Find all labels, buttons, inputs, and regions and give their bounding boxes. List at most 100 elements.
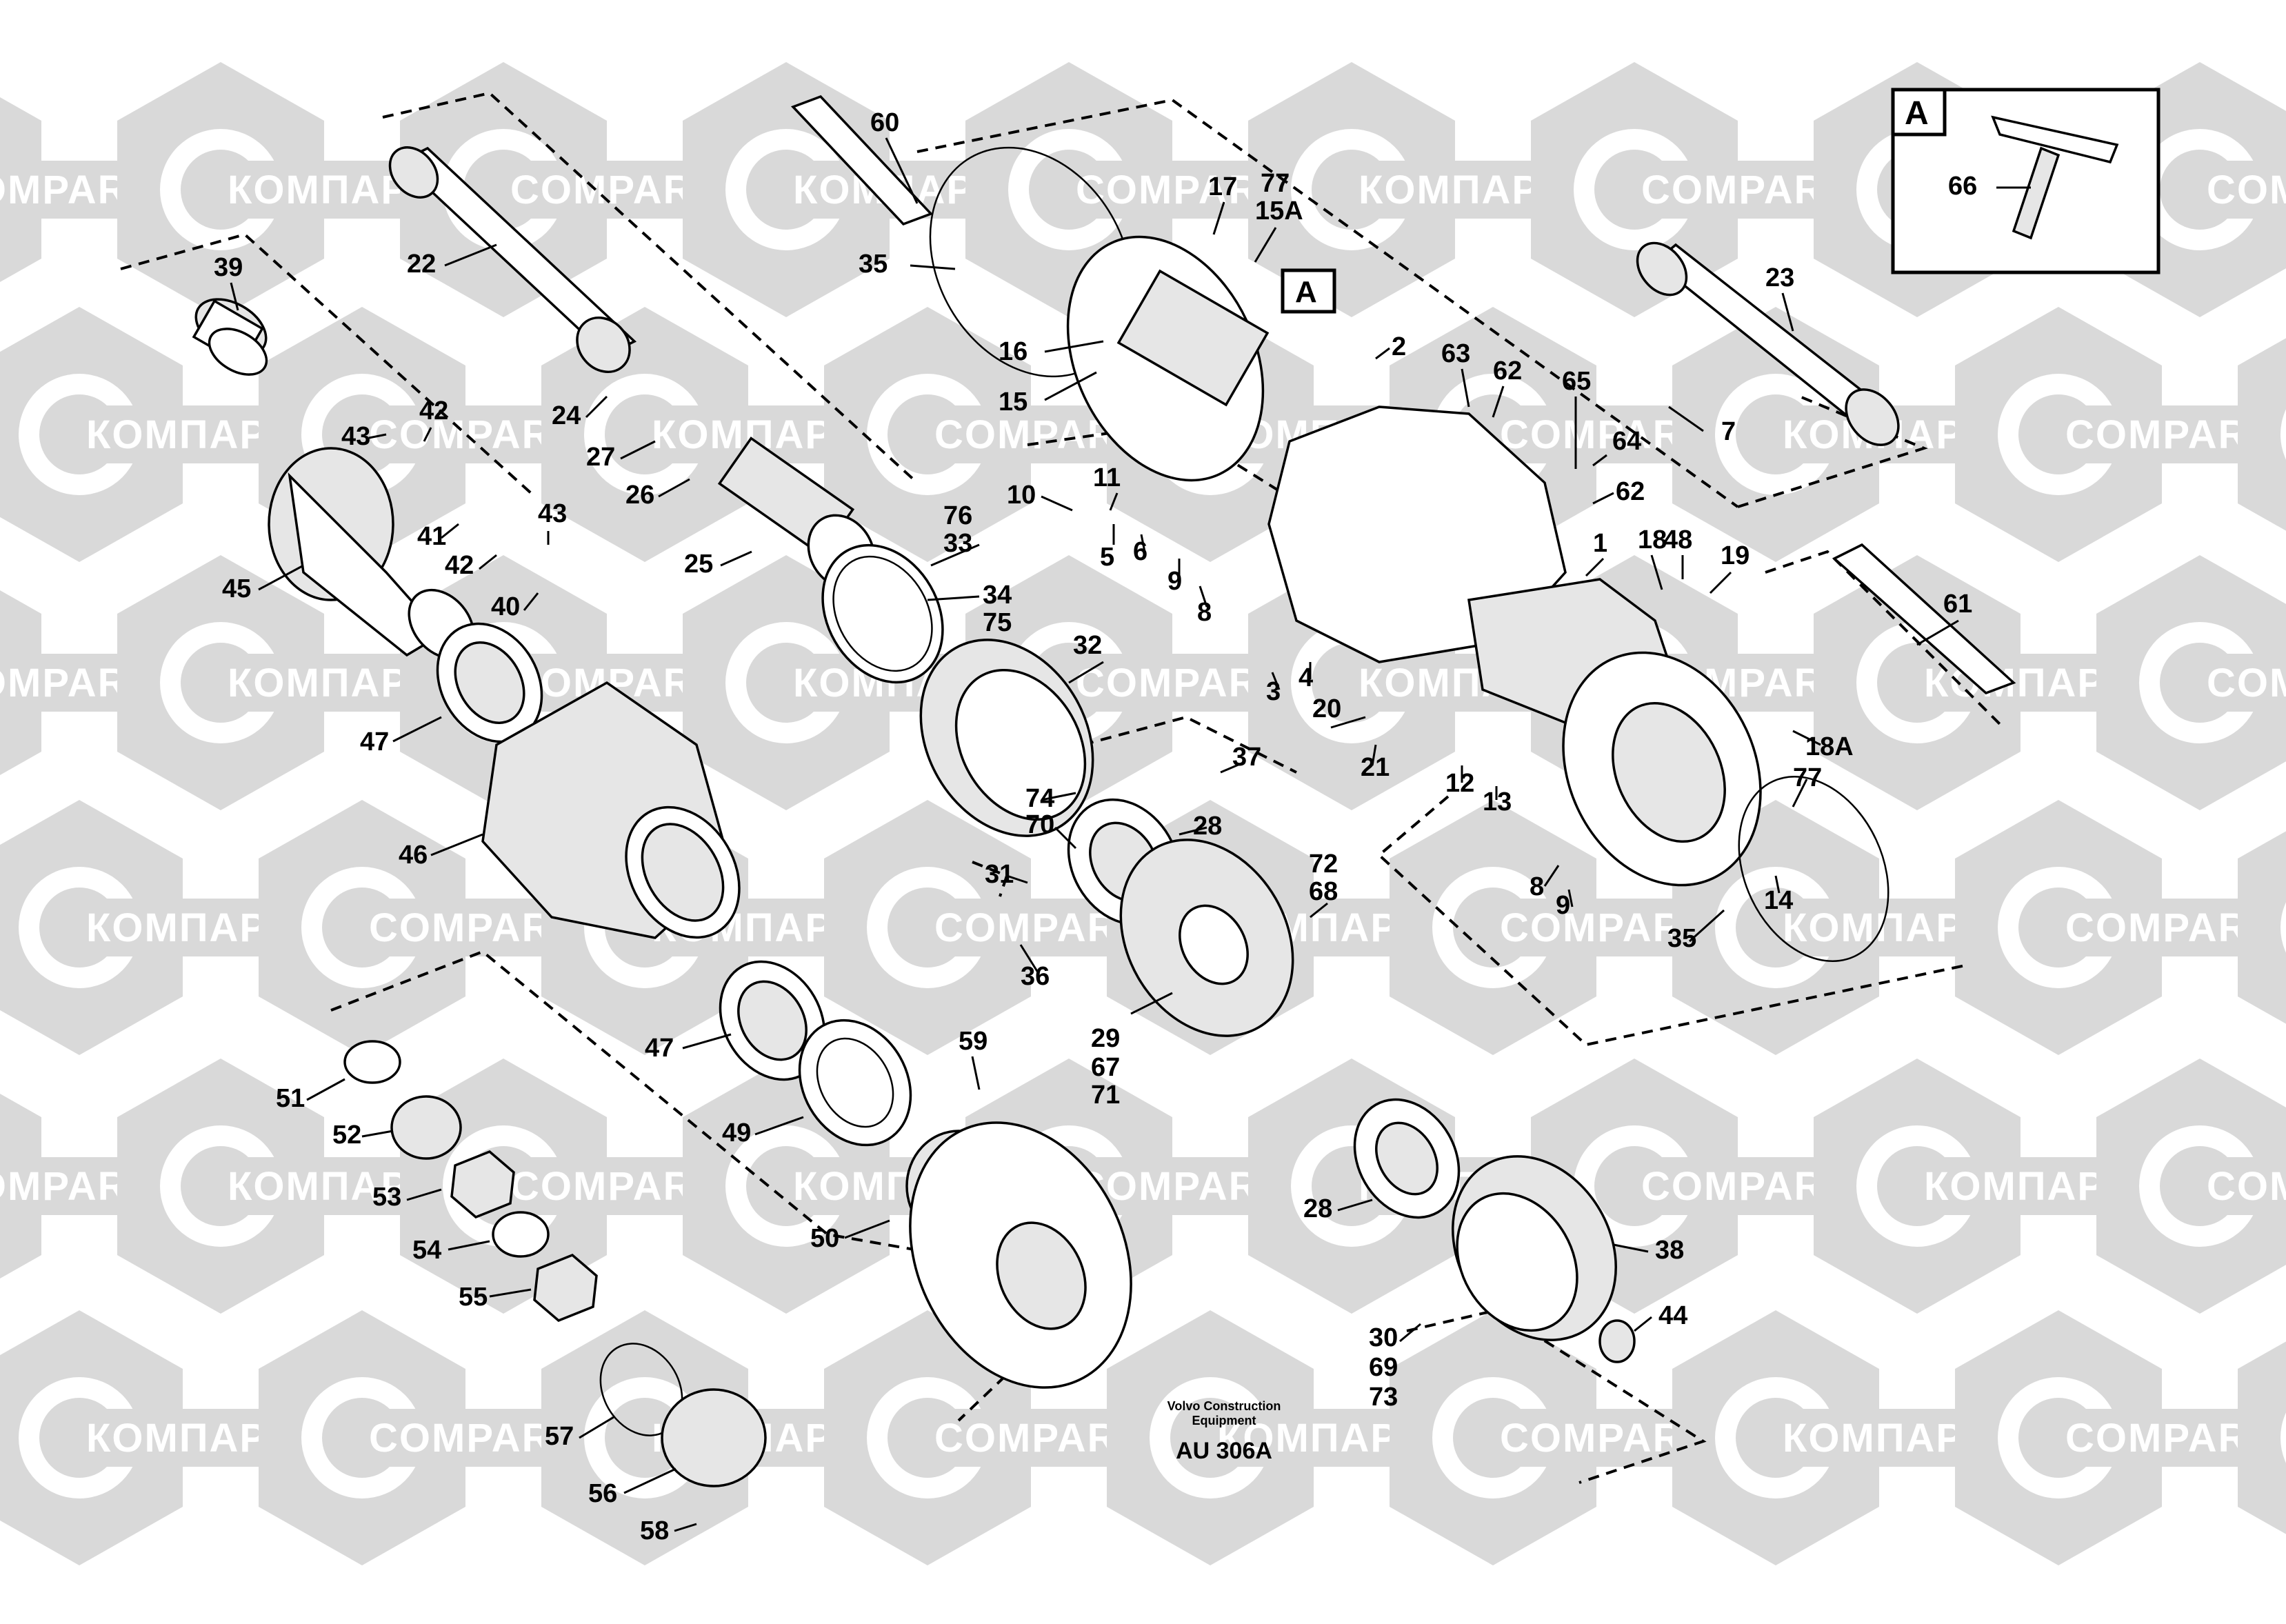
leader-line: [1399, 1323, 1421, 1343]
callout-7: 7: [1721, 417, 1736, 446]
leader-line: [1792, 779, 1808, 808]
callout-14: 14: [1764, 886, 1793, 915]
callout-13: 13: [1483, 788, 1512, 816]
inset-letter: A: [1905, 95, 1929, 132]
leader-line: [1709, 571, 1732, 594]
leader-line: [1543, 865, 1560, 887]
callout-52: 52: [332, 1121, 361, 1150]
bearing-47a-inner: [454, 641, 525, 724]
watermark-band: [500, 1157, 707, 1215]
watermark-band: [359, 1409, 565, 1467]
callout-70: 70: [1025, 810, 1054, 839]
leader-line: [1592, 492, 1614, 505]
callout-37: 37: [1232, 743, 1261, 772]
leader-line: [1041, 495, 1073, 512]
callout-29: 29: [1091, 1024, 1120, 1053]
callout-15: 15: [999, 388, 1027, 417]
watermark-band: [76, 405, 283, 463]
callout-32: 32: [1073, 631, 1102, 660]
watermark-ring: [2280, 409, 2286, 460]
washer-51: [343, 1040, 401, 1084]
leader-line: [1044, 340, 1104, 353]
leader-line: [971, 1056, 981, 1090]
detail-inset: [1891, 88, 2160, 274]
callout-6: 6: [1133, 537, 1147, 566]
leader-line: [1271, 672, 1281, 690]
callout-62: 62: [1493, 357, 1522, 385]
callout-9: 9: [1556, 891, 1570, 920]
watermark-hexagon: [2238, 1341, 2286, 1534]
shaft-23: [1636, 241, 1900, 446]
callout-25: 25: [684, 550, 713, 579]
watermark-band: [2055, 899, 2262, 956]
leader-line: [392, 716, 442, 743]
callout-47: 47: [360, 728, 389, 756]
callout-43: 43: [341, 422, 370, 451]
leader-line: [1310, 902, 1328, 919]
callout-22: 22: [407, 250, 436, 279]
seal-49: [798, 1019, 912, 1147]
callout-76: 76: [943, 501, 972, 530]
shaft-25: [717, 437, 876, 590]
bearing-28b-inner: [1375, 1121, 1438, 1196]
callout-73: 73: [1369, 1383, 1398, 1412]
leader-line: [1179, 826, 1207, 836]
callout-28: 28: [1193, 812, 1222, 841]
callout-58: 58: [640, 1516, 669, 1545]
leader-line: [910, 264, 956, 270]
watermark-band: [2196, 1157, 2286, 1215]
leader-line: [885, 137, 919, 204]
watermark-band: [1207, 1409, 1414, 1467]
callout-35: 35: [859, 250, 888, 279]
leader-line: [1916, 619, 1959, 646]
leader-line: [1634, 1316, 1652, 1332]
callout-44: 44: [1658, 1301, 1687, 1330]
callout-43: 43: [538, 499, 567, 528]
callout-74: 74: [1025, 784, 1054, 813]
callout-3: 3: [1266, 677, 1281, 706]
leader-line: [1337, 1199, 1373, 1212]
leader-line: [720, 550, 752, 567]
leader-line: [930, 543, 980, 567]
watermark-band: [2055, 405, 2262, 463]
leader-line: [1688, 909, 1725, 943]
callout-39: 39: [214, 253, 243, 282]
callout-41: 41: [417, 522, 446, 551]
leader-line: [230, 282, 239, 311]
watermark-text: COMPART: [2207, 1164, 2286, 1209]
leader-line: [674, 1523, 697, 1532]
watermark-text: COMPART: [2207, 661, 2286, 705]
leader-line: [1371, 744, 1377, 766]
leader-line: [1006, 874, 1028, 884]
watermark-ring: [2280, 1412, 2286, 1463]
watermark-text: КОМПАРТ: [1783, 1416, 1989, 1461]
watermark-band: [76, 1409, 283, 1467]
watermark-text: COMPART: [2207, 168, 2286, 212]
leader-line: [489, 1288, 532, 1298]
watermark-text: КОМПАРТ: [86, 412, 293, 457]
watermark-band: [2196, 161, 2286, 219]
callout-77: 77: [1261, 169, 1290, 198]
axle-housing-1: [1267, 405, 1762, 887]
leader-line: [479, 554, 497, 570]
leader-line: [430, 833, 483, 856]
callout-55: 55: [459, 1283, 488, 1312]
leader-line: [1492, 385, 1505, 418]
leader-line: [1019, 944, 1039, 973]
callout-33: 33: [943, 529, 972, 558]
callout-67: 67: [1091, 1053, 1120, 1082]
callout-45: 45: [222, 574, 251, 603]
watermark-hexagon: [2238, 338, 2286, 531]
watermark-ring: [2280, 902, 2286, 953]
watermark-band: [217, 1157, 424, 1215]
leader-line: [1613, 1243, 1649, 1253]
seal-49-inner: [816, 1037, 894, 1128]
callout-68: 68: [1309, 877, 1338, 906]
callout-46: 46: [399, 841, 428, 870]
view-marker-box: [1281, 268, 1336, 314]
leader-line: [658, 478, 690, 498]
callout-63: 63: [1441, 339, 1470, 368]
leader-line: [444, 243, 497, 267]
watermark-band: [1772, 1409, 1979, 1467]
